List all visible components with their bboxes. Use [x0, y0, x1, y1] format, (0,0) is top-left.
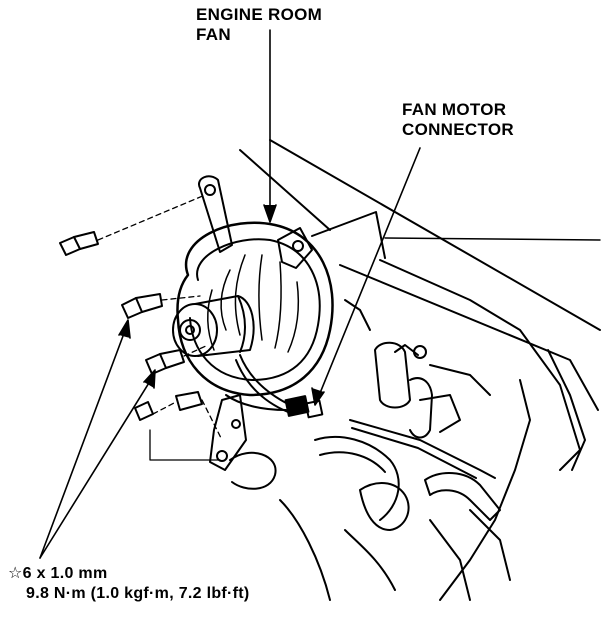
bolt-upper: [59, 231, 99, 256]
connector-leader: [311, 147, 421, 406]
fastener-size-line: ☆6 x 1.0 mm: [8, 564, 250, 584]
callout-leader-lines: [39, 29, 421, 559]
body-panel-lines: [239, 139, 601, 601]
torque-leader-2: [39, 369, 156, 559]
engine-fan-leader: [263, 29, 277, 223]
fan-motor-connector-label: FAN MOTOR CONNECTOR: [402, 100, 514, 140]
fan-motor-connector: [284, 395, 324, 419]
fan-motor: [172, 295, 255, 357]
engine-room-fan-label-line2: FAN: [196, 25, 231, 44]
engine-room-fan-label: ENGINE ROOM FAN: [196, 5, 322, 45]
bolt-lower: [145, 349, 185, 375]
fastener-torque-spec: ☆6 x 1.0 mm 9.8 N·m (1.0 kgf·m, 7.2 lbf·…: [8, 564, 250, 604]
fan-motor-connector-label-line2: CONNECTOR: [402, 120, 514, 139]
fan-motor-connector-label-line1: FAN MOTOR: [402, 100, 507, 119]
torque-leader-1: [39, 319, 131, 559]
engine-room-fan-label-line1: ENGINE ROOM: [196, 5, 323, 24]
fastener-torque: 9.8 N·m (1.0 kgf·m, 7.2 lbf·ft): [26, 585, 250, 602]
fastener-size: 6 x 1.0 mm: [22, 565, 108, 582]
star-icon: ☆: [8, 565, 23, 582]
bolt-middle: [121, 293, 163, 319]
lower-engine-components: [229, 299, 511, 601]
fan-wiring-harness: [225, 354, 291, 413]
installation-guide-lines: [97, 194, 223, 461]
fan-shroud: [176, 175, 334, 471]
fan-blades: [207, 254, 299, 353]
